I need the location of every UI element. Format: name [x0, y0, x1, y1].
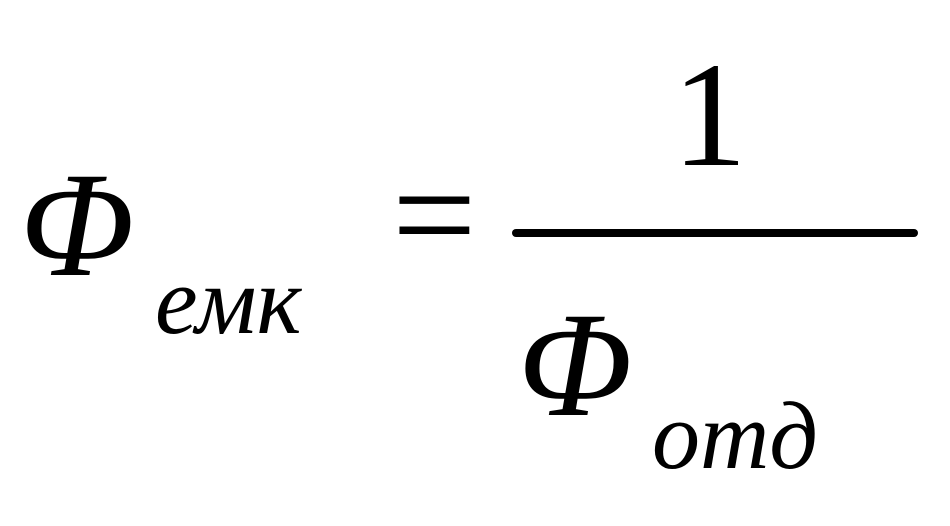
lhs-phi-symbol: Φ: [20, 142, 135, 308]
fraction-numerator: 1: [672, 32, 747, 198]
equals-sign: =: [392, 132, 477, 298]
denominator-phi-symbol: Φ: [518, 282, 633, 448]
lhs-subscript: емк: [155, 247, 302, 354]
fraction-bar: [512, 229, 918, 237]
denominator-subscript: отд: [652, 382, 818, 489]
